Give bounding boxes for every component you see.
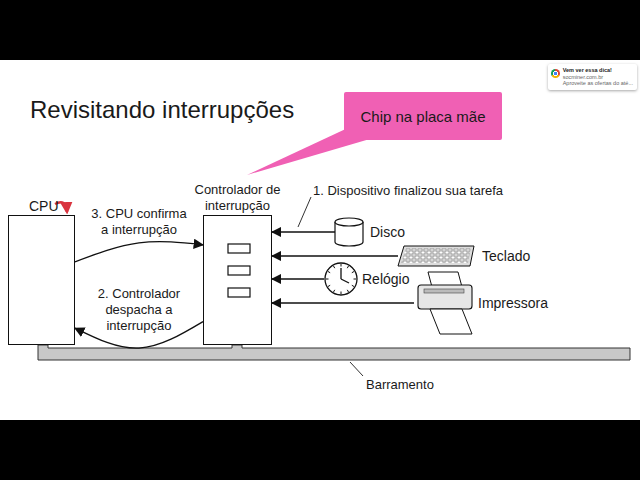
device: Relógio xyxy=(324,262,409,296)
edge-label: 3. CPU confirma a interrupção xyxy=(89,206,189,238)
connector-arrow xyxy=(272,231,335,232)
register xyxy=(228,266,250,275)
browser-icon xyxy=(551,69,560,78)
controller-box: Controlador de interrupção xyxy=(203,215,272,345)
box-heading: Controlador de interrupção xyxy=(188,182,288,214)
edge-label: 2. Controlador despacha a interrupção xyxy=(89,286,189,334)
black-bar xyxy=(0,0,640,60)
device: Impressora xyxy=(414,272,548,334)
step-note: 1. Dispositivo finalizou sua tarefa xyxy=(313,183,503,199)
node-label: Chip na placa mãe xyxy=(360,108,485,125)
node-label: Impressora xyxy=(478,295,548,311)
clock-icon xyxy=(325,263,357,295)
printer-icon xyxy=(418,272,472,334)
leader-line xyxy=(298,197,311,227)
box-heading: CPU xyxy=(29,198,59,214)
bus-label: Barramento xyxy=(366,377,434,393)
device: Teclado xyxy=(398,244,530,268)
leader-line xyxy=(350,362,363,376)
popup-text: socminer.com.br xyxy=(563,74,633,81)
register xyxy=(228,288,250,297)
node-label: Teclado xyxy=(482,248,530,264)
black-bar xyxy=(0,420,640,480)
connector-arrow xyxy=(75,242,203,262)
connector-arrow xyxy=(272,255,398,256)
popup-text: Aproveite as ofertas do até... xyxy=(563,80,633,87)
register xyxy=(228,244,250,253)
disk-icon xyxy=(335,218,363,246)
callout-box: Chip na placa mãe xyxy=(344,92,502,140)
device: Disco xyxy=(335,218,405,246)
notification-popup: Vem ver essa dica!socminer.com.brAprovei… xyxy=(548,64,637,90)
node-label: Disco xyxy=(370,224,405,240)
keyboard-icon xyxy=(398,246,474,266)
cpu-box: CPU xyxy=(8,215,75,345)
connector-arrow xyxy=(272,278,324,279)
popup-text: Vem ver essa dica! xyxy=(563,67,633,74)
node-label: Relógio xyxy=(362,271,409,287)
connector-arrow xyxy=(272,302,414,303)
slide-title: Revisitando interrupções xyxy=(30,96,294,124)
